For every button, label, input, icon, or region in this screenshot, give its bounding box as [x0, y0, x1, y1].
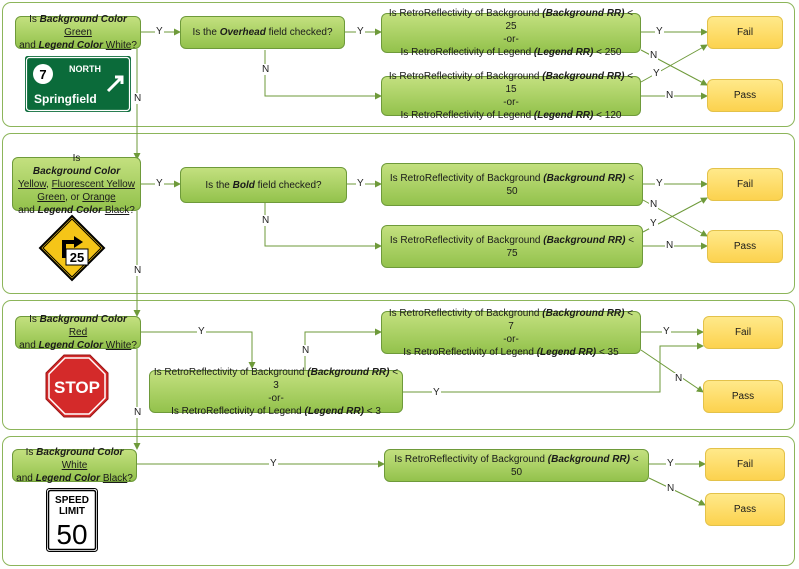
decision-white-black: Is Background Color White and Legend Col… — [12, 447, 137, 484]
svg-text:50: 50 — [56, 519, 87, 550]
svg-text:7: 7 — [39, 67, 46, 82]
edge-label-no: N — [133, 93, 143, 104]
decision-rr-not-overhead: Is RetroReflectivity of Background (Back… — [381, 71, 641, 121]
edge-label-no: N — [665, 90, 675, 101]
decision-yellow-black: Is Background Color Yellow, Fluorescent … — [12, 153, 141, 216]
decision-rr-white: Is RetroReflectivity of Background (Back… — [384, 449, 649, 482]
svg-text:SPEED: SPEED — [55, 495, 89, 506]
svg-text:LIMIT: LIMIT — [59, 506, 85, 517]
edge-label-no: N — [665, 240, 675, 251]
edge-label-no: N — [261, 215, 271, 226]
outcome-fail: Fail — [707, 16, 783, 49]
turn-arrow-icon — [62, 240, 76, 258]
arrow-s3-low-no — [304, 328, 382, 370]
arrow-s2-bold-no — [264, 203, 382, 250]
outcome-pass: Pass — [705, 493, 785, 526]
decision-rr-overhead: Is RetroReflectivity of Background (Back… — [381, 8, 641, 58]
svg-text:STOP: STOP — [54, 378, 100, 397]
edge-label-yes: Y — [649, 218, 658, 229]
arrow-s3-high-no-pass — [640, 349, 704, 393]
svg-text:NORTH: NORTH — [69, 64, 101, 74]
decision-red-white: Is Background Color Red and Legend Color… — [15, 314, 141, 351]
edge-label-no: N — [133, 407, 143, 418]
arrow-s3-start-yes — [141, 331, 256, 369]
edge-label-no: N — [301, 345, 311, 356]
stop-sign: STOP — [45, 354, 109, 418]
decision-rr-red-high: Is RetroReflectivity of Background (Back… — [381, 308, 641, 358]
edge-label-yes: Y — [197, 326, 206, 337]
decision-rr-not-bold: Is RetroReflectivity of Background (Back… — [381, 225, 643, 268]
edge-label-yes: Y — [155, 26, 164, 37]
decision-bold-checked: Is the Bold field checked? — [180, 167, 347, 203]
edge-label-yes: Y — [356, 178, 365, 189]
arrow-s4-no-pass — [648, 477, 706, 506]
edge-label-no: N — [649, 199, 659, 210]
arrow-up-right-icon — [106, 75, 124, 93]
edge-label-yes: Y — [432, 387, 441, 398]
edge-label-no: N — [261, 64, 271, 75]
outcome-pass: Pass — [707, 230, 783, 263]
decision-rr-bold: Is RetroReflectivity of Background (Back… — [381, 163, 643, 206]
decision-green-white: Is Background Color Green and Legend Col… — [15, 14, 141, 51]
edge-label-yes: Y — [269, 458, 278, 469]
outcome-fail: Fail — [703, 316, 783, 349]
svg-text:Springfield: Springfield — [34, 92, 97, 106]
edge-label-yes: Y — [356, 26, 365, 37]
edge-label-yes: Y — [155, 178, 164, 189]
arrow-s3-low-yes-fail — [403, 342, 704, 393]
arrow-s1-overhead-no — [264, 50, 382, 100]
edge-label-yes: Y — [662, 326, 671, 337]
decision-overhead-checked: Is the Overhead field checked? — [180, 16, 345, 49]
edge-label-no: N — [649, 50, 659, 61]
decision-rr-red-low: Is RetroReflectivity of Background (Back… — [149, 367, 403, 417]
outcome-pass: Pass — [707, 79, 783, 112]
edge-label-yes: Y — [666, 458, 675, 469]
edge-label-yes: Y — [655, 26, 664, 37]
edge-label-yes: Y — [655, 178, 664, 189]
edge-label-no: N — [674, 373, 684, 384]
edge-label-no: N — [133, 265, 143, 276]
edge-label-yes: Y — [652, 68, 661, 79]
outcome-fail: Fail — [705, 448, 785, 481]
edge-label-no: N — [666, 483, 676, 494]
guide-sign-springfield: 7 NORTH Springfield — [24, 55, 132, 113]
warning-sign-turn-25: 25 — [38, 214, 106, 282]
outcome-pass: Pass — [703, 380, 783, 413]
svg-text:25: 25 — [70, 250, 84, 265]
outcome-fail: Fail — [707, 168, 783, 201]
speed-limit-sign: SPEED LIMIT 50 — [46, 488, 98, 552]
